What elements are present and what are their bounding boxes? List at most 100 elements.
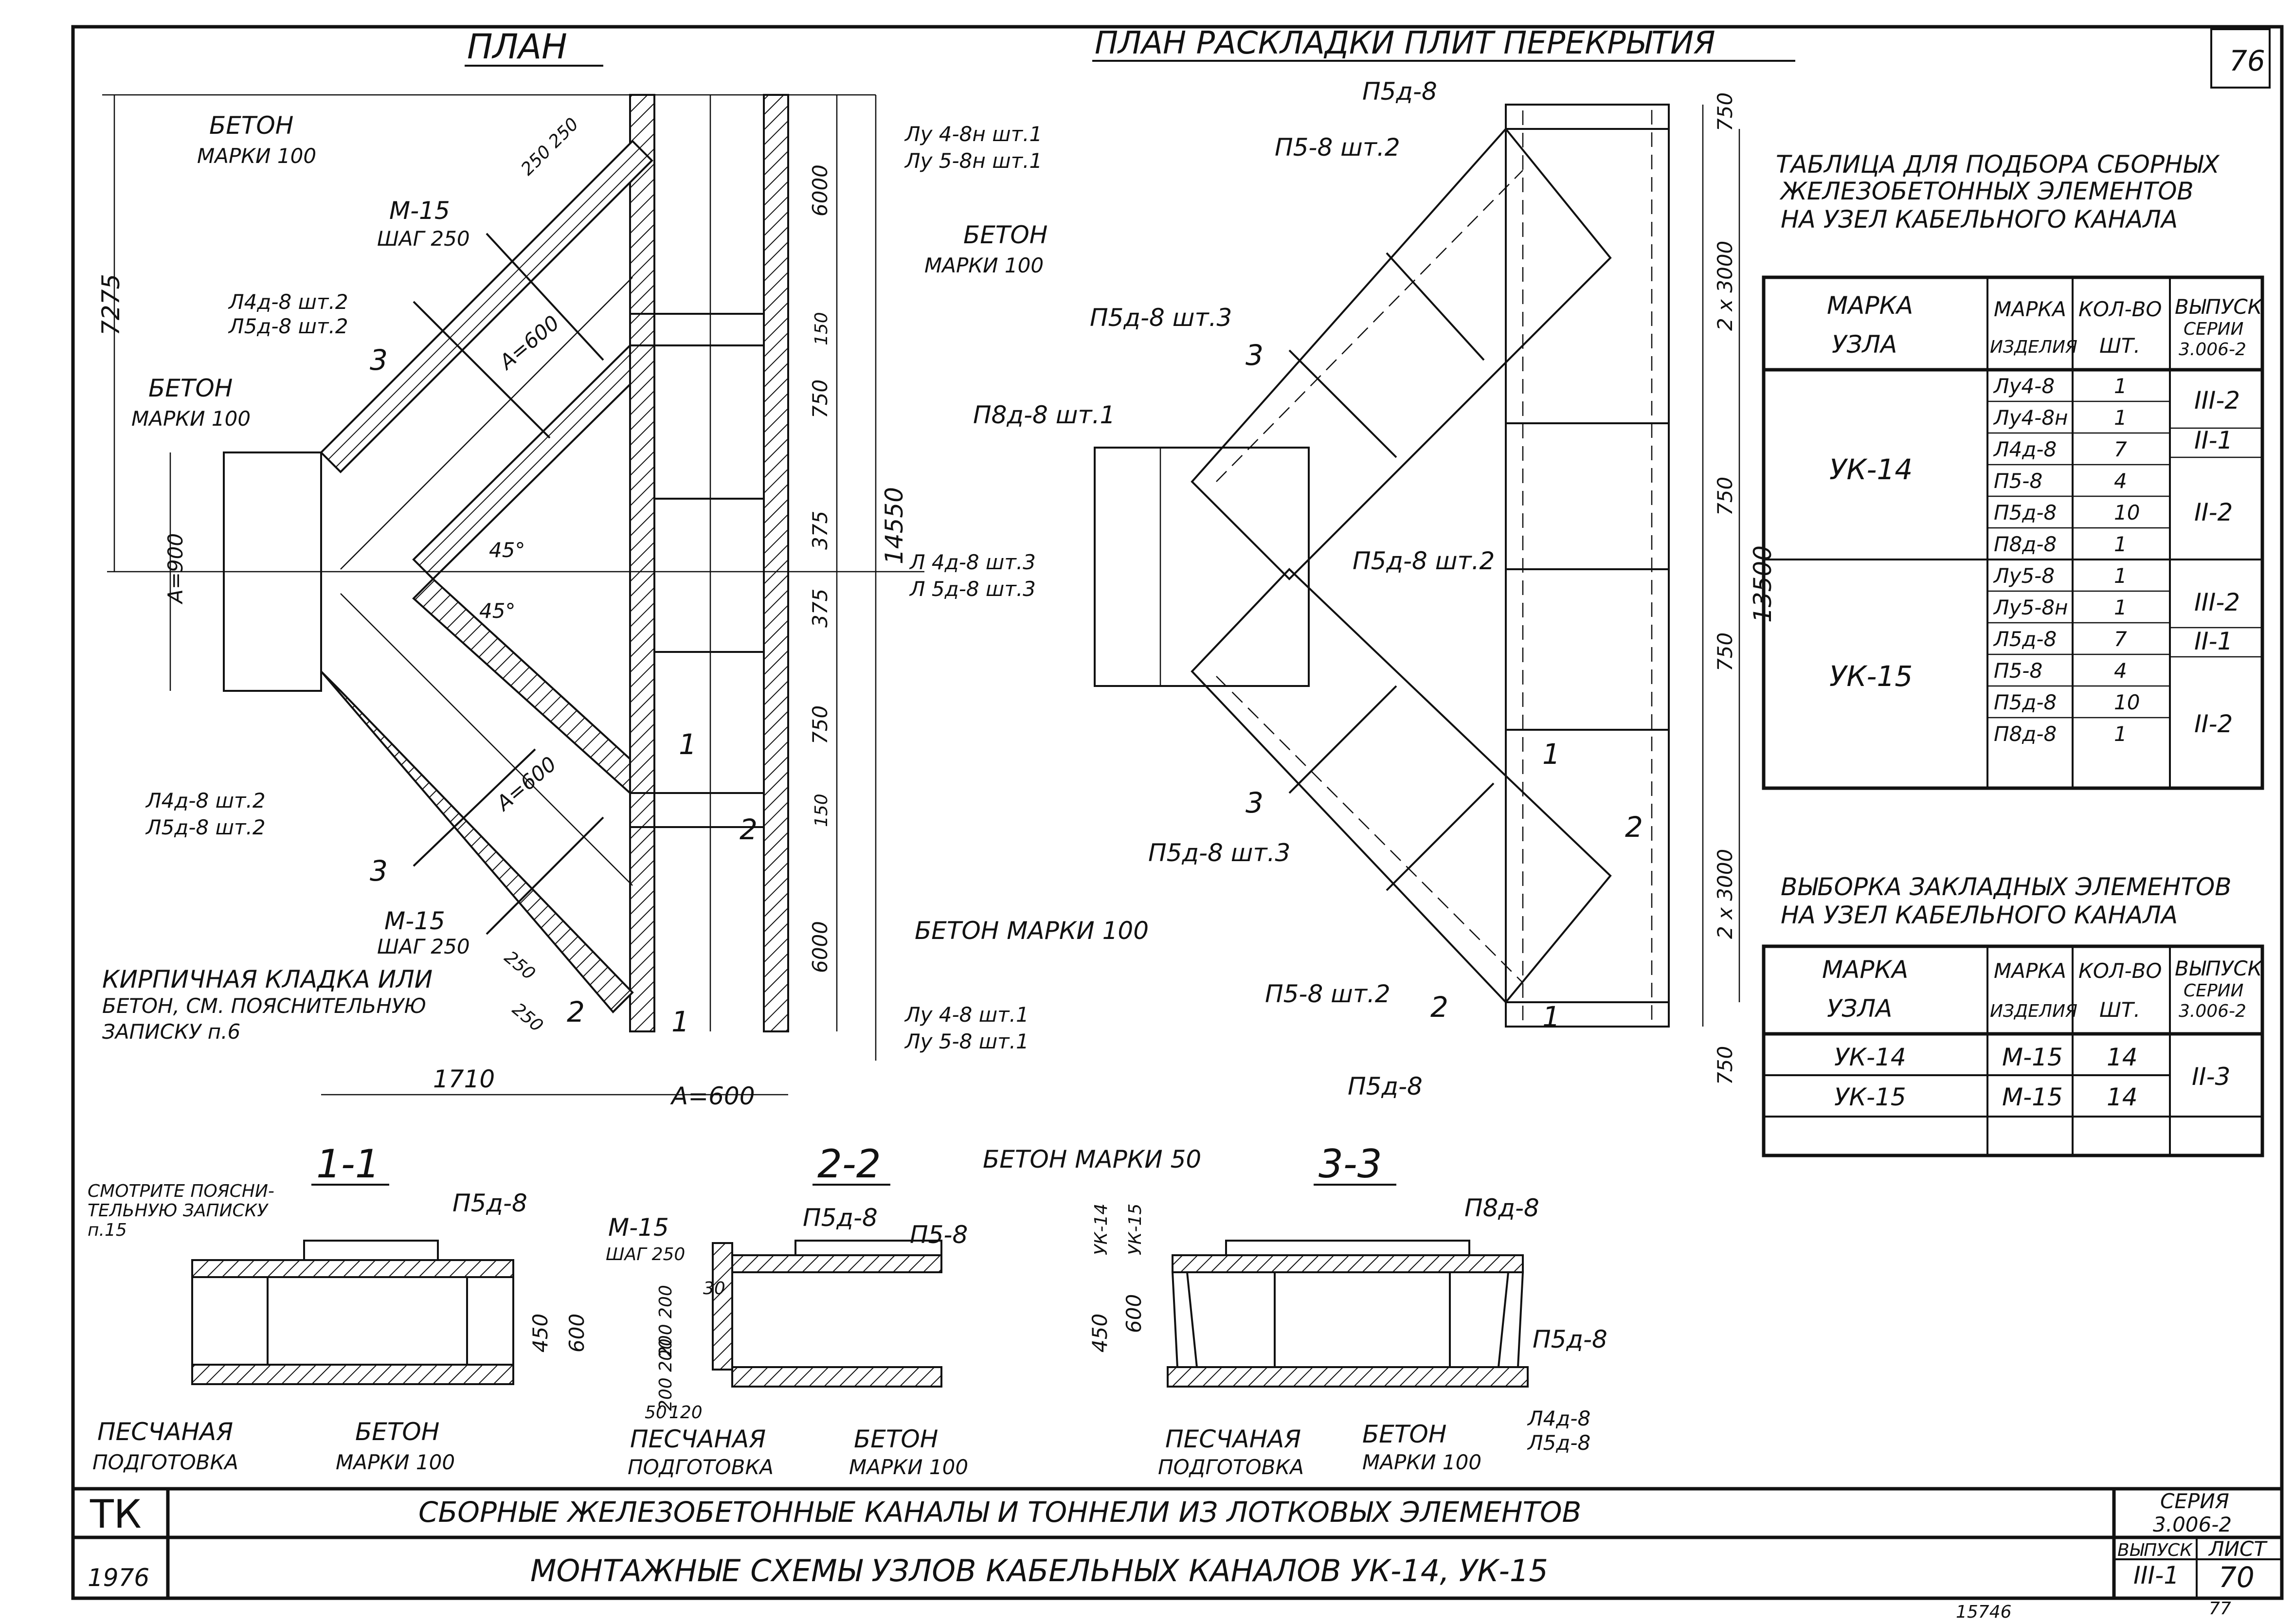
table2-h1a: МАРКА <box>1822 956 1908 984</box>
s33-uk14: УК-14 <box>1091 1204 1111 1255</box>
table1-issue-1: III-2 <box>2194 386 2240 415</box>
table1-item-cell: Л4д-8 <box>1993 437 2057 461</box>
s22-slab-2: П5-8 <box>910 1221 968 1249</box>
table1-item-cell: П5д-8 <box>1994 690 2057 714</box>
slab-p5d-sht2: П5д-8 шт.2 <box>1353 547 1495 575</box>
plan-section-1: 1 <box>679 728 697 761</box>
s11-title: 1-1 <box>316 1141 380 1187</box>
table1-qty-cell: 1 <box>2114 564 2127 588</box>
table1-h1b: УЗЛА <box>1832 330 1897 359</box>
plan-beton-right-2: МАРКИ 100 <box>924 253 1044 277</box>
plan-beton-right-1: БЕТОН <box>963 221 1047 249</box>
table2-qty-2: 14 <box>2107 1083 2138 1111</box>
section-2-2-labels: БЕТОН МАРКИ 50 М-15 ШАГ 250 П5д-8 П5-8 3… <box>606 1145 1201 1479</box>
table1-h4b: СЕРИИ <box>2184 319 2243 339</box>
table1-item-cell: Лу4-8н <box>1993 406 2068 430</box>
table1-h2b: ИЗДЕЛИЯ <box>1990 337 2077 357</box>
table2-node-2: УК-15 <box>1834 1083 1906 1111</box>
s22-sand-1: ПЕСЧАНАЯ <box>630 1425 766 1453</box>
table1-issue-2: II-1 <box>2194 426 2233 454</box>
slab-p5d-sht3-top: П5д-8 шт.3 <box>1090 304 1232 332</box>
plan-dim-250-250: 250 250 <box>517 114 582 180</box>
s33-slab-2: П5д-8 <box>1533 1325 1607 1353</box>
s11-beton-1: БЕТОН <box>355 1418 439 1446</box>
plan-kirpich-1: КИРПИЧНАЯ КЛАДКА ИЛИ <box>102 965 433 993</box>
plan-dim-14550: 14550 <box>880 487 908 564</box>
title-sheet-label: ЛИСТ <box>2208 1537 2268 1561</box>
s22-dim-200b: 200 200 <box>656 1338 676 1411</box>
table1-title-3: НА УЗЕЛ КАБЕЛЬНОГО КАНАЛА <box>1781 205 2178 234</box>
plan-dim-7275: 7275 <box>97 274 125 336</box>
table1-issue-4: III-2 <box>2194 588 2240 616</box>
table1-title-2: ЖЕЛЕЗОБЕТОННЫХ ЭЛЕМЕНТОВ <box>1779 177 2194 205</box>
plan-m15-bottom: М-15 <box>384 907 445 935</box>
plan-section-2: 2 <box>740 813 758 846</box>
table1-item-cell: Лу4-8 <box>1993 374 2055 398</box>
table1-item-cell: Л5д-8 <box>1993 627 2057 651</box>
title-issue-label: ВЫПУСК <box>2117 1540 2193 1560</box>
plan-dim-250: 250 <box>501 947 539 984</box>
table1-item-cell: П8д-8 <box>1994 532 2057 556</box>
table1-h3b: ШТ. <box>2099 334 2140 358</box>
title-sheet-value: 70 <box>2219 1561 2255 1594</box>
archive-number: 15746 <box>1956 1602 2012 1622</box>
s33-title: 3-3 <box>1318 1141 1382 1187</box>
s22-sand-2: ПОДГОТОВКА <box>628 1455 774 1479</box>
slab-section-1: 1 <box>1542 738 1560 771</box>
slab-section-2b: 2 <box>1430 991 1448 1024</box>
table1-item-cell: П8д-8 <box>1994 722 2057 746</box>
s22-title: 2-2 <box>817 1141 881 1187</box>
corner-number: 76 <box>2229 44 2265 77</box>
plan-dim-150a: 150 <box>812 312 831 345</box>
table2-title-1: ВЫБОРКА ЗАКЛАДНЫХ ЭЛЕМЕНТОВ <box>1781 873 2232 901</box>
table1-h2a: МАРКА <box>1994 297 2066 321</box>
table1-title-1: ТАБЛИЦА ДЛЯ ПОДБОРА СБОРНЫХ <box>1776 150 2220 179</box>
plan-labels: БЕТОН МАРКИ 100 М-15 ШАГ 250 250 250 Л4д… <box>97 111 1149 1110</box>
slab-p5d-bot: П5д-8 <box>1348 1072 1423 1101</box>
plan-dim-750b: 750 <box>808 705 832 744</box>
plan-beton-left-mark: МАРКИ 100 <box>131 407 251 431</box>
table1-h1a: МАРКА <box>1827 291 1913 320</box>
plan-l4-mid: Л 4д-8 шт.3 <box>909 550 1036 574</box>
s22-beton-2: МАРКИ 100 <box>849 1455 968 1479</box>
plan-l5-bottom: Л5д-8 шт.2 <box>145 815 266 839</box>
s22-beton50: БЕТОН МАРКИ 50 <box>983 1145 1201 1173</box>
s11-note-2: ТЕЛЬНУЮ ЗАПИСКУ <box>88 1201 269 1221</box>
plan-angle-45a: 45° <box>489 538 525 562</box>
s22-dim-30: 30 <box>703 1279 725 1299</box>
plan-dim-250b: 250 <box>508 999 547 1036</box>
title-block-text: ТК 1976 СБОРНЫЕ ЖЕЛЕЗОБЕТОННЫЕ КАНАЛЫ И … <box>88 1489 2268 1594</box>
table2-node-1: УК-14 <box>1834 1043 1906 1071</box>
s33-l5: Л5д-8 <box>1527 1431 1590 1455</box>
plan-dim-375b: 375 <box>808 589 832 628</box>
s11-dim-450: 450 <box>528 1314 552 1353</box>
sheet-frame <box>71 25 2284 1600</box>
plan-lu5-top: Лу 5-8н шт.1 <box>904 149 1042 173</box>
slab-dim-750-top: 750 <box>1713 92 1737 131</box>
table2-h4a: ВЫПУСК <box>2175 956 2263 980</box>
table1-node-uk14: УК-14 <box>1829 453 1913 486</box>
table1-issue-5: II-1 <box>2194 627 2233 655</box>
table1-item-cell: Лу5-8 <box>1993 564 2055 588</box>
s22-dim-50: 50 <box>645 1403 667 1423</box>
table1-qty-cell: 7 <box>2114 437 2127 461</box>
table1-qty-cell: 4 <box>2114 469 2127 493</box>
plan-drawing: ПЛАН <box>102 27 924 1096</box>
slab-dim-2x3000-top: 2 х 3000 <box>1713 241 1737 331</box>
plan-l5-mid: Л 5д-8 шт.3 <box>909 577 1036 601</box>
title-line-1: СБОРНЫЕ ЖЕЛЕЗОБЕТОННЫЕ КАНАЛЫ И ТОННЕЛИ … <box>418 1496 1581 1529</box>
table1-h3a: КОЛ-ВО <box>2078 297 2162 321</box>
slab-p5d-sht3-bot: П5д-8 шт.3 <box>1148 839 1290 867</box>
section-1-1: 1-1 <box>191 1141 514 1385</box>
slab-p5-top: П5-8 шт.2 <box>1275 133 1400 162</box>
s33-dim-600: 600 <box>1122 1294 1146 1333</box>
slab-p5d-top: П5д-8 <box>1362 77 1437 106</box>
table1-issue-6: II-2 <box>2194 710 2233 738</box>
table2-h2a: МАРКА <box>1994 959 2066 983</box>
plan-beton-label: БЕТОН <box>209 111 293 140</box>
table1-qty-cell: 7 <box>2114 627 2127 651</box>
table1-h4c: 3.006-2 <box>2179 340 2246 360</box>
s33-beton-1: БЕТОН <box>1362 1420 1446 1448</box>
